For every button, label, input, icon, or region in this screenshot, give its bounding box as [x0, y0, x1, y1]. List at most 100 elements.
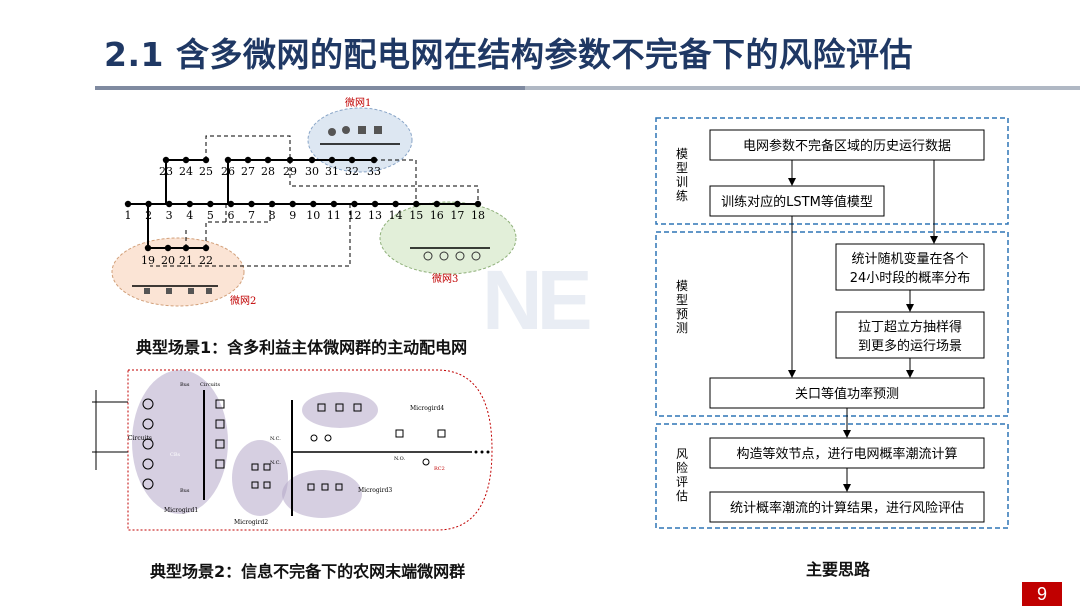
bus-node-dot [370, 156, 378, 164]
microgrid2-area [232, 440, 288, 516]
title-divider [95, 86, 1080, 90]
bus-node-label: 16 [430, 209, 444, 222]
bus-node-dot [289, 200, 296, 208]
bus-node-dot [145, 200, 152, 208]
train-lstm-text: 训练对应的LSTM等值模型 [721, 194, 873, 210]
bus-node-label: 5 [207, 209, 214, 222]
stage-label-1: 模型预测 [676, 279, 688, 335]
bus-node-label: 30 [305, 165, 319, 178]
microgrid2-label: 微网2 [230, 294, 256, 307]
title-divider-accent [95, 86, 525, 90]
stage-training-frame [655, 117, 1009, 225]
bus-node-label: 26 [221, 165, 235, 178]
page-number-badge: 9 [1022, 582, 1062, 606]
bus-node-dot [413, 200, 420, 208]
bus-node-label: 3 [166, 209, 173, 222]
rc2-label: RC2 [434, 466, 445, 472]
bus-node-label: 8 [269, 209, 276, 222]
bus-node-label: 1 [125, 209, 132, 222]
bus-node-label: 17 [450, 209, 464, 222]
microgrid3-label: 微网3 [432, 272, 458, 285]
stats-box [835, 243, 985, 291]
stage-label-0: 模型训练 [676, 147, 688, 203]
stats-text-line1: 统计随机变量在各个 [851, 251, 968, 267]
equiv-node-text: 构造等效节点，进行电网概率潮流计算 [736, 446, 957, 462]
bus-label-bottom: Bus [180, 488, 190, 494]
bus-node-label: 29 [283, 165, 297, 178]
bus-node-dot [248, 200, 255, 208]
history-data-box [709, 129, 985, 161]
bus-node-dot [351, 200, 358, 208]
bus-node-dot [182, 244, 190, 252]
lhs-box [835, 311, 985, 359]
bus-node-dot [124, 200, 132, 208]
bus-node-dot [371, 200, 379, 208]
bus-node-dot [244, 156, 252, 164]
bus-node-dot [162, 156, 170, 164]
bus-node-label: 6 [227, 209, 234, 222]
bus-node-label: 33 [367, 165, 381, 178]
lhs-text-line2: 到更多的运行场景 [858, 338, 962, 354]
bus-node-label: 15 [409, 209, 423, 222]
equiv-node-box [709, 437, 985, 469]
history-data-text: 电网参数不完备区域的历史运行数据 [743, 138, 951, 154]
microgrid4-text: Microgird4 [410, 405, 444, 412]
bus-node-label: 23 [159, 165, 173, 178]
bus-node-dot [164, 244, 172, 252]
slide-title: 2.1 含多微网的配电网在结构参数不完备下的风险评估 [104, 35, 913, 74]
bus-node-dot [310, 200, 317, 208]
bus-node-dot [328, 156, 336, 164]
stats-text-line2: 24小时段的概率分布 [850, 270, 971, 286]
circuits-label: Circuits [128, 435, 152, 442]
bus-node-dot [330, 200, 338, 208]
bus-node-label: 31 [325, 165, 339, 178]
bus-node-label: 10 [306, 209, 320, 222]
bus-node-label: 20 [161, 254, 175, 267]
bus-node-label: 14 [389, 209, 403, 222]
bus-node-label: 19 [141, 254, 155, 267]
bus-label-top: Bus [180, 382, 190, 388]
microgrid1-text: Microgird1 [164, 507, 198, 514]
bus-node-label: 12 [347, 209, 361, 222]
bus-node-label: 22 [199, 254, 213, 267]
bus-node-dot [165, 200, 173, 208]
bus-node-dot [202, 156, 210, 164]
flowchart-caption: 主要思路 [806, 560, 871, 579]
microgrid1-label: 微网1 [345, 96, 371, 109]
microgrid2-text: Microgird2 [234, 519, 268, 526]
bus-node-dot [268, 200, 276, 208]
risk-eval-text: 统计概率潮流的计算结果，进行风险评估 [730, 500, 964, 516]
risk-eval-box [709, 491, 985, 523]
microgrid4-area [302, 392, 378, 428]
stage-assessment-frame [655, 423, 1009, 529]
microgrid1-region [307, 107, 413, 173]
bus-node-label: 2 [145, 209, 152, 222]
bus-node-label: 24 [179, 165, 193, 178]
bus-node-label: 25 [199, 165, 213, 178]
bus-node-label: 13 [368, 209, 382, 222]
microgrid3-region [379, 201, 517, 275]
microgrid3-area [282, 470, 362, 518]
bus-node-dot [286, 156, 294, 164]
microgrid3-text: Microgird3 [358, 487, 392, 494]
bus-node-dot [227, 200, 235, 208]
bus-node-dot [264, 156, 272, 164]
bus-node-label: 27 [241, 165, 255, 178]
bus-node-label: 21 [179, 254, 193, 267]
bus-node-label: 32 [345, 165, 359, 178]
bus-node-dot [144, 244, 152, 252]
bus-node-dot [392, 200, 399, 208]
bus-node-dot [474, 200, 482, 208]
bus-node-dot [182, 156, 190, 164]
port-power-text: 关口等值功率预测 [795, 386, 899, 402]
stage-prediction-frame [655, 231, 1009, 417]
bus-node-label: 7 [248, 209, 255, 222]
bus-node-dot [186, 200, 193, 208]
nc-label-1: N.C. [270, 436, 281, 442]
scenario2-network-diagram: Circuits Bus Bus Circuits CBs N.C. N.C. … [92, 369, 493, 531]
circuits-label-top: Circuits [200, 382, 220, 388]
scenario2-caption: 典型场景2：信息不完备下的农网末端微网群 [150, 562, 466, 581]
no-label: N.O. [394, 456, 405, 462]
bus-node-label: 18 [471, 209, 485, 222]
